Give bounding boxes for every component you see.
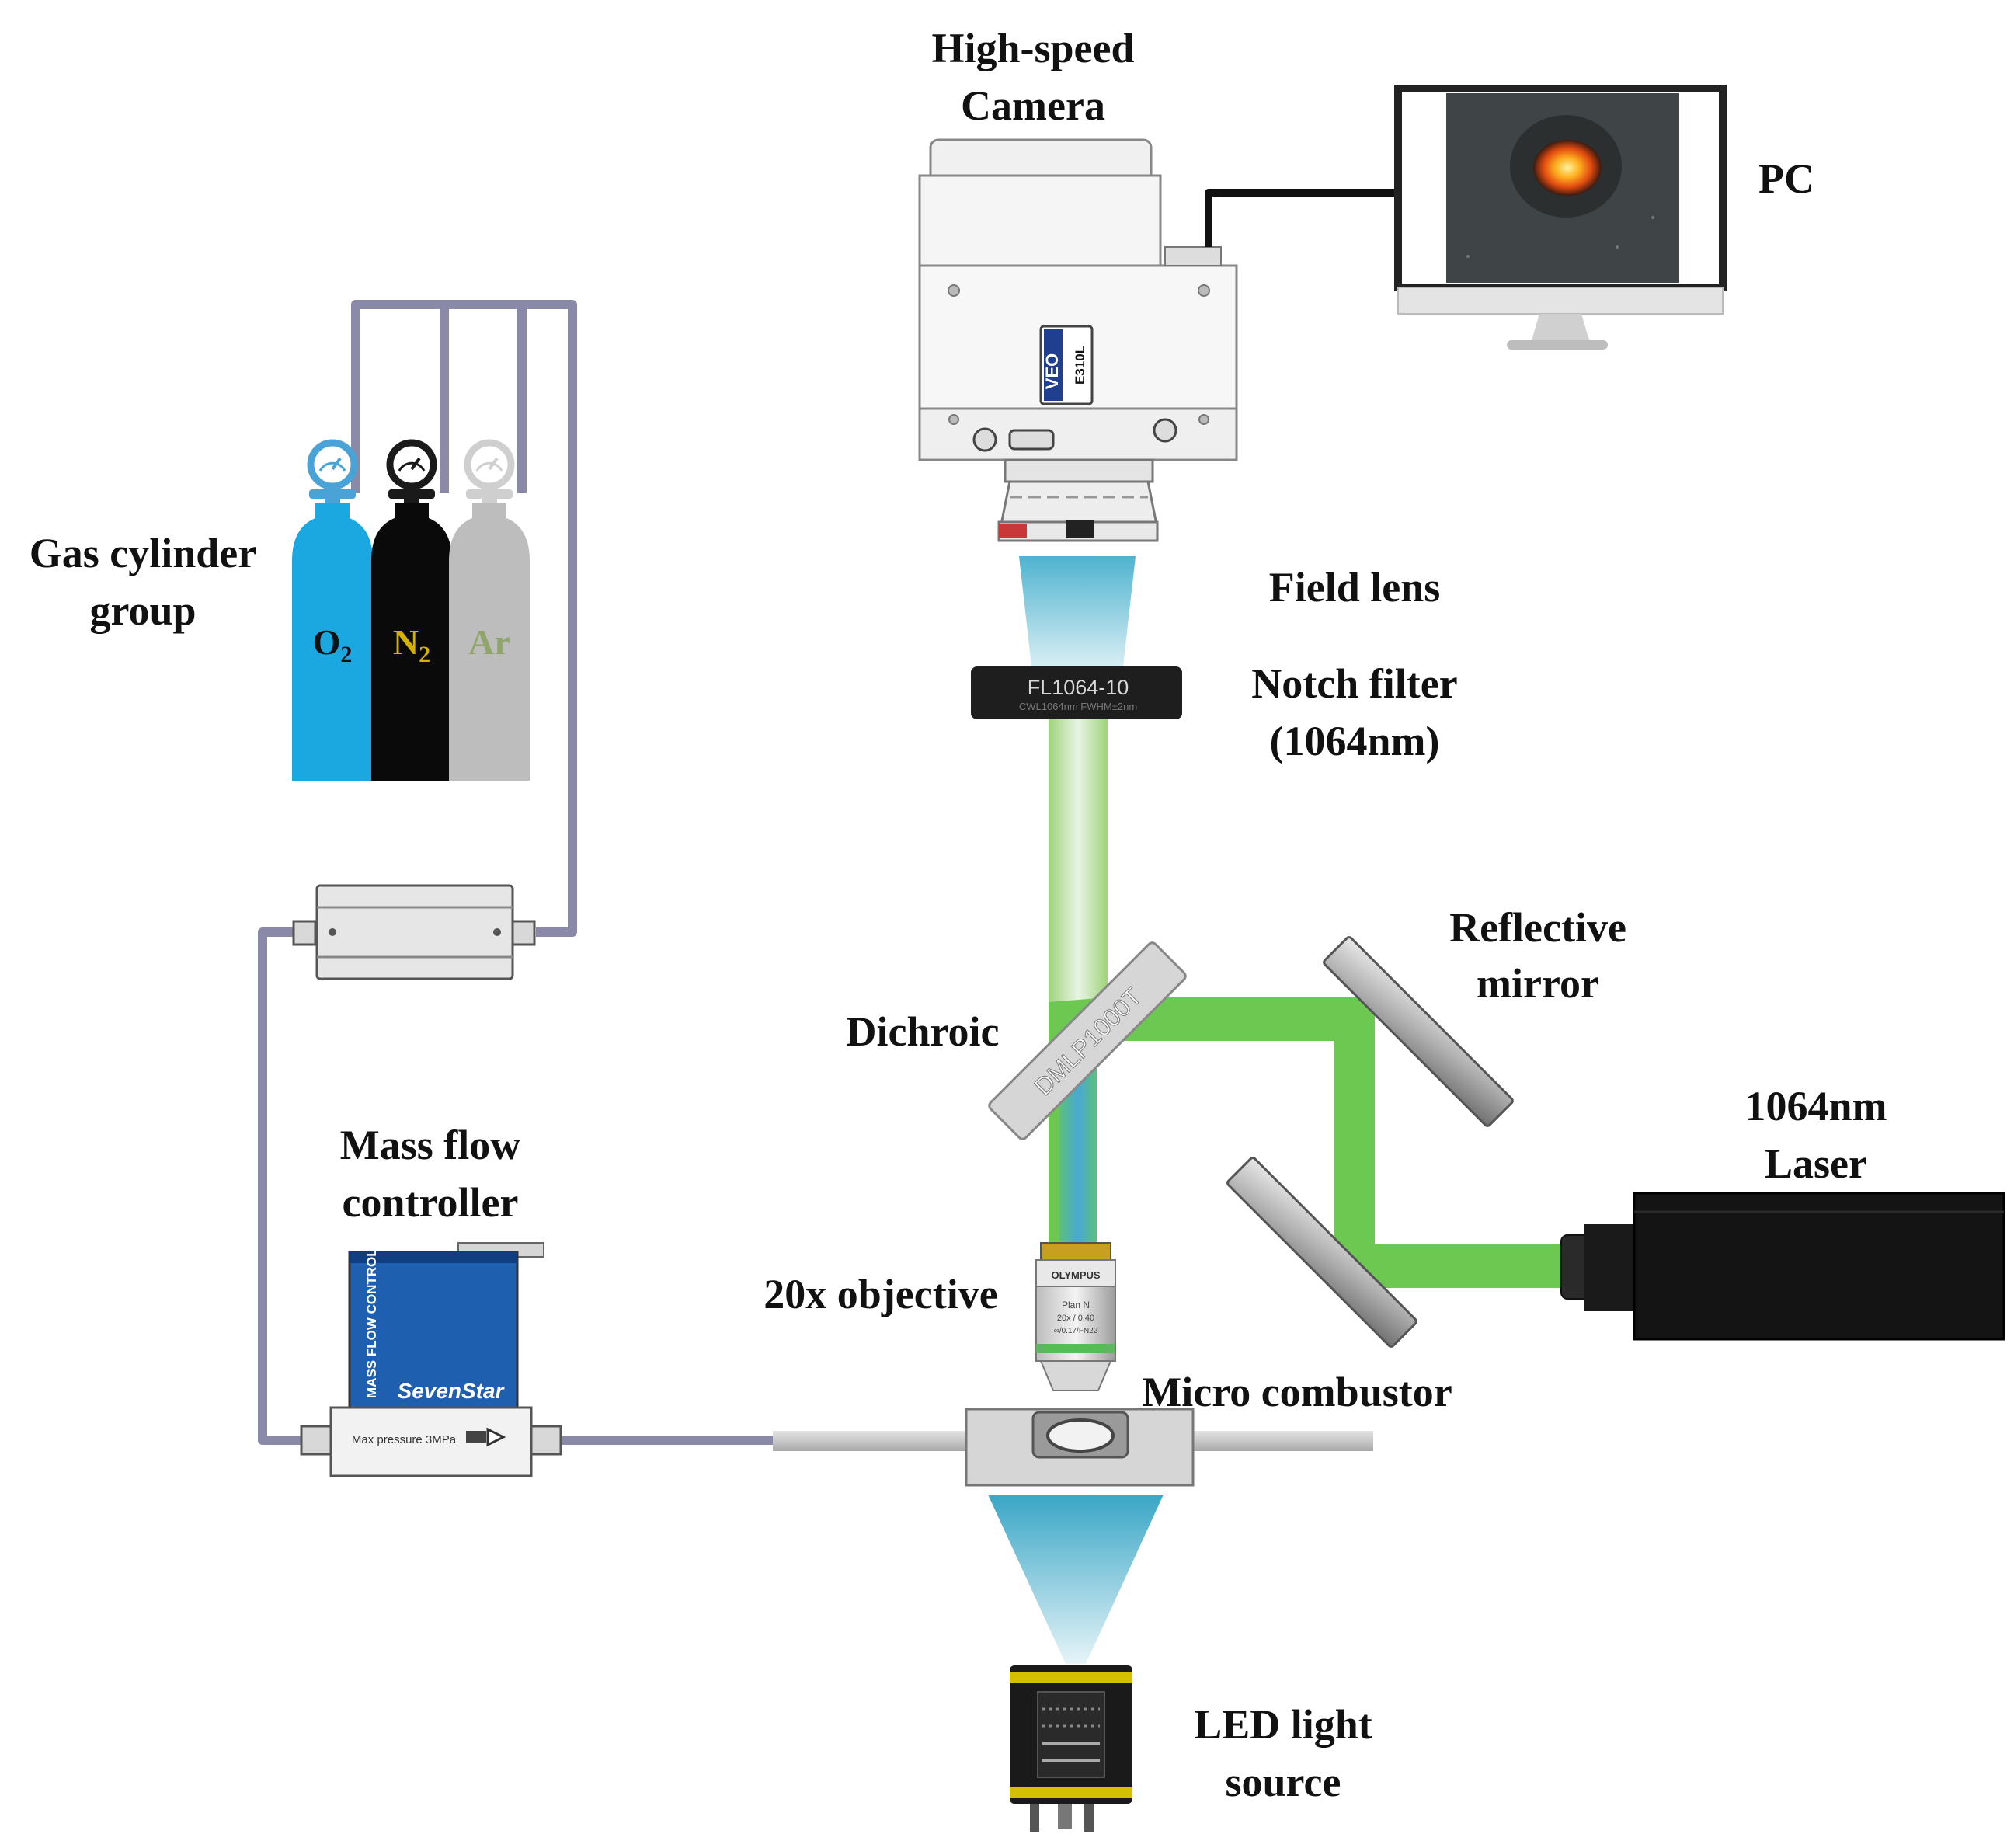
notch-filter: FL1064-10 CWL1064nm FWHM±2nm (971, 666, 1182, 719)
label-reflective-mirror-line1: Reflective (1449, 904, 1626, 951)
label-mfc-line1: Mass flow (340, 1122, 520, 1168)
micro-combustor (965, 1408, 1195, 1487)
objective-spec-1: Plan N (1062, 1300, 1090, 1310)
pressure-gauge-icon (307, 439, 358, 505)
label-camera-line2: Camera (961, 82, 1105, 129)
label-field-lens: Field lens (1269, 564, 1441, 611)
label-led-line2: source (1226, 1759, 1341, 1805)
label-dichroic: Dichroic (847, 1008, 1000, 1055)
label-laser-line1: 1064nm (1744, 1083, 1887, 1129)
label-pc: PC (1758, 155, 1814, 202)
laser-1064nm (1560, 1192, 2005, 1341)
high-speed-camera: VEO E310L (918, 138, 1238, 542)
mfc-brand-text: SevenStar (398, 1379, 506, 1403)
gas-cylinder: N2 (371, 439, 452, 781)
gas-symbol-label: O2 (313, 622, 353, 667)
objective-brand-text: OLYMPUS (1051, 1269, 1100, 1281)
reflective-mirror-lower (1226, 1157, 1417, 1348)
camera-model-text: E310L (1073, 346, 1087, 385)
gas-piping (258, 300, 777, 1445)
label-notch-filter-line1: Notch filter (1251, 660, 1457, 707)
combustor-outlet-tube (1188, 1431, 1373, 1451)
camera-beam (1019, 556, 1136, 666)
gas-cylinder: Ar (449, 439, 530, 781)
label-gas-group-line1: Gas cylinder (30, 530, 257, 576)
objective-spec-3: ∞/0.17/FN22 (1054, 1327, 1098, 1335)
label-laser-line2: Laser (1765, 1140, 1867, 1187)
camera-pc-cable (1205, 189, 1398, 247)
gas-symbol-label: Ar (468, 622, 510, 662)
pressure-gauge-icon (464, 439, 515, 505)
gas-manifold-pipe (351, 300, 577, 937)
label-reflective-mirror-line2: mirror (1477, 960, 1599, 1007)
component-labels: High-speed Camera PC Gas cylinder group … (30, 25, 1887, 1805)
gas-cylinder: O2 (292, 439, 373, 781)
filter-sub-text: CWL1064nm FWHM±2nm (1019, 701, 1137, 712)
reflective-mirror-upper (1323, 936, 1514, 1127)
led-light-source (1010, 1665, 1132, 1832)
objective-20x: OLYMPUS Plan N 20x / 0.40 ∞/0.17/FN22 (1035, 1242, 1116, 1391)
mfc-side-text: MASS FLOW CONTROLLER (364, 1222, 379, 1398)
label-camera-line1: High-speed (931, 25, 1134, 71)
pipe-to-mfc (258, 927, 307, 1445)
combustor-inlet-tube (773, 1431, 971, 1451)
inline-filter-unit (292, 884, 536, 980)
pc-monitor (1394, 85, 1727, 350)
led-beam (988, 1495, 1164, 1664)
flame-image (1533, 140, 1602, 196)
label-objective: 20x objective (764, 1271, 997, 1317)
label-led-line1: LED light (1194, 1701, 1372, 1748)
mfc-plate-text: Max pressure 3MPa (352, 1433, 457, 1446)
label-notch-filter-line2: (1064nm) (1270, 718, 1440, 764)
mass-flow-controller: MASS FLOW CONTROLLER SevenStar Max press… (300, 1222, 562, 1477)
camera-brand-text: VEO (1042, 353, 1062, 389)
label-mfc-line2: controller (343, 1179, 519, 1226)
label-gas-group-line2: group (89, 587, 196, 634)
filter-main-text: FL1064-10 (1028, 676, 1129, 699)
objective-spec-2: 20x / 0.40 (1057, 1314, 1094, 1323)
label-combustor: Micro combustor (1142, 1369, 1452, 1415)
pressure-gauge-icon (386, 439, 437, 505)
vertical-beam-upper (1049, 713, 1108, 1007)
